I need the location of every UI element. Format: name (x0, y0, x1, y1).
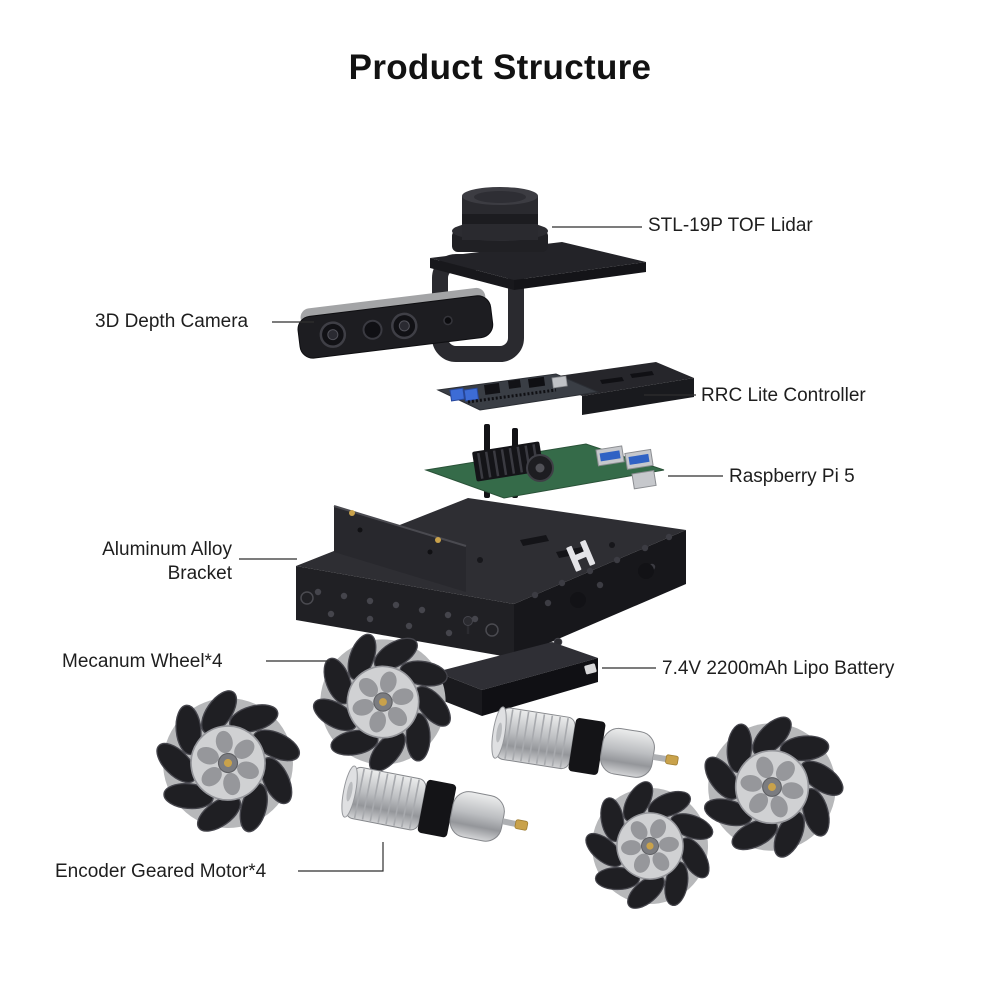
raspberry-pi-illustration (424, 424, 665, 499)
battery-illustration (436, 616, 598, 716)
leader-lines (239, 226, 723, 872)
chassis-illustration (296, 498, 686, 658)
label-aluminum-alloy-bracket: Aluminum Alloy Bracket (102, 539, 232, 584)
controller-illustration (436, 362, 694, 415)
page-title: Product Structure (348, 48, 652, 87)
encoder-motor-1 (488, 704, 683, 789)
label-mecanum-wheel: Mecanum Wheel*4 (62, 651, 223, 672)
label-rrc-lite-controller: RRC Lite Controller (701, 385, 866, 406)
depth-camera-illustration (297, 287, 494, 359)
encoder-motor-2 (337, 763, 534, 854)
lidar-illustration (430, 187, 646, 290)
label-lipo-battery: 7.4V 2200mAh Lipo Battery (662, 658, 895, 679)
mecanum-wheel-2 (139, 672, 319, 852)
label-3d-depth-camera: 3D Depth Camera (95, 311, 249, 332)
label-encoder-geared-motor: Encoder Geared Motor*4 (55, 861, 267, 882)
leader-line-motor (298, 842, 384, 872)
h-logo (566, 540, 596, 572)
label-stl-19p-tof-lidar: STL-19P TOF Lidar (648, 215, 813, 236)
label-raspberry-pi-5: Raspberry Pi 5 (729, 466, 855, 487)
screw-1 (463, 616, 473, 634)
